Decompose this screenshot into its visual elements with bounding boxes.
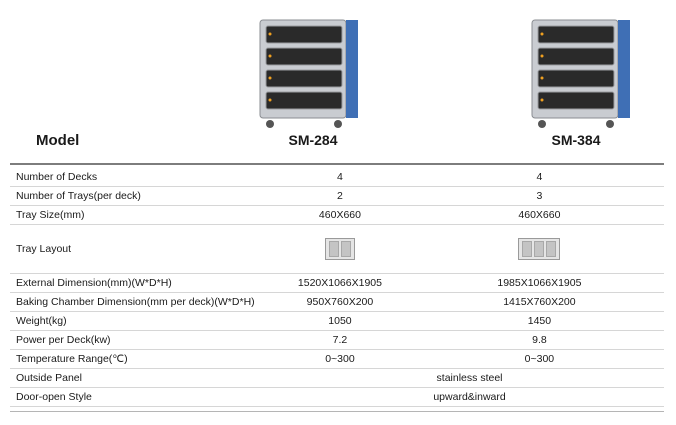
tray-layout-sm384	[404, 224, 664, 274]
table-row: External Dimension(mm)(W*D*H) 1520X1066X…	[10, 273, 664, 293]
row-label: Baking Chamber Dimension(mm per deck)(W*…	[10, 292, 276, 312]
row-label: Power per Deck(kw)	[10, 330, 276, 350]
shared-value: stainless steel	[275, 368, 664, 388]
table-row: Tray Layout	[10, 224, 664, 274]
value-sm284: 460X660	[275, 205, 405, 225]
table-row: Weight(kg) 1050 1450	[10, 311, 664, 331]
table-row: Number of Trays(per deck) 2 3	[10, 186, 664, 206]
row-label: Door-open Style	[10, 387, 276, 407]
row-label: Weight(kg)	[10, 311, 276, 331]
tray-layout-3-icon	[518, 238, 561, 260]
row-label: Tray Size(mm)	[10, 205, 276, 225]
table-row: Baking Chamber Dimension(mm per deck)(W*…	[10, 292, 664, 312]
model-label: Model	[36, 132, 80, 149]
value-sm384: 1450	[404, 311, 664, 331]
value-sm284: 2	[275, 186, 405, 206]
value-sm284: 1520X1066X1905	[275, 273, 405, 293]
model-name-sm284: SM-284	[288, 132, 338, 148]
value-sm284: 0~300	[275, 349, 405, 369]
table-row: Power per Deck(kw) 7.2 9.8	[10, 330, 664, 350]
header-divider	[10, 163, 664, 165]
table-row: Door-open Style upward&inward	[10, 387, 664, 407]
value-sm284: 950X760X200	[275, 292, 405, 312]
product-header: Model SM-284 SM-384	[0, 0, 676, 160]
table-row: Number of Decks 4 4	[10, 168, 664, 187]
oven-image-sm384	[531, 19, 630, 128]
table-row: Outside Panel stainless steel	[10, 368, 664, 388]
tray-layout-sm284	[275, 224, 405, 274]
spec-table: Number of Decks 4 4 Number of Trays(per …	[10, 168, 664, 407]
value-sm384: 3	[404, 186, 664, 206]
row-label: Outside Panel	[10, 368, 276, 388]
row-label: Number of Trays(per deck)	[10, 186, 276, 206]
tray-layout-2-icon	[324, 238, 355, 260]
row-label: Number of Decks	[10, 168, 276, 187]
table-bottom-divider	[10, 411, 664, 412]
table-row: Temperature Range(℃) 0~300 0~300	[10, 349, 664, 369]
row-label: Tray Layout	[10, 224, 276, 274]
shared-value: upward&inward	[275, 387, 664, 407]
value-sm384: 460X660	[404, 205, 664, 225]
value-sm284: 7.2	[275, 330, 405, 350]
row-label: External Dimension(mm)(W*D*H)	[10, 273, 276, 293]
value-sm384: 4	[404, 168, 664, 187]
oven-image-sm284	[259, 19, 358, 128]
value-sm284: 1050	[275, 311, 405, 331]
value-sm384: 0~300	[404, 349, 664, 369]
value-sm384: 1415X760X200	[404, 292, 664, 312]
value-sm384: 1985X1066X1905	[404, 273, 664, 293]
model-name-sm384: SM-384	[551, 132, 601, 148]
value-sm284: 4	[275, 168, 405, 187]
table-row: Tray Size(mm) 460X660 460X660	[10, 205, 664, 225]
value-sm384: 9.8	[404, 330, 664, 350]
row-label: Temperature Range(℃)	[10, 349, 276, 369]
